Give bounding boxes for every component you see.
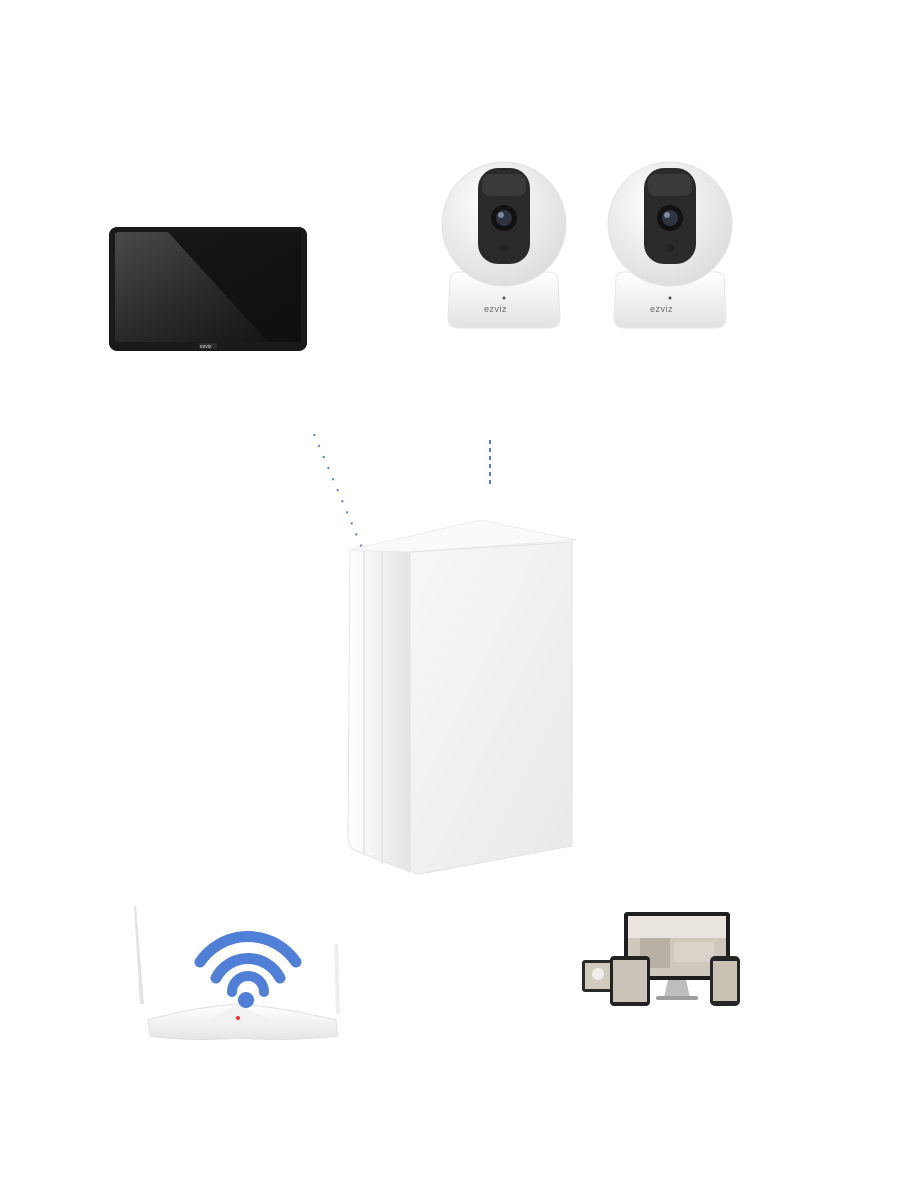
camera-1: ezviz <box>440 160 568 330</box>
camera-2-brand-label: ezviz <box>650 304 673 314</box>
central-hub <box>340 512 578 880</box>
tablet-brand-label: ezviz <box>200 344 212 350</box>
tablet-brand-mark: ezviz <box>198 342 228 350</box>
tablet-display <box>108 226 308 352</box>
wifi-router <box>128 904 348 1054</box>
camera-1-brand-label: ezviz <box>484 304 507 314</box>
multi-device-group <box>580 908 748 1008</box>
camera-2: ezviz <box>606 160 734 330</box>
wifi-icon <box>200 937 296 1008</box>
